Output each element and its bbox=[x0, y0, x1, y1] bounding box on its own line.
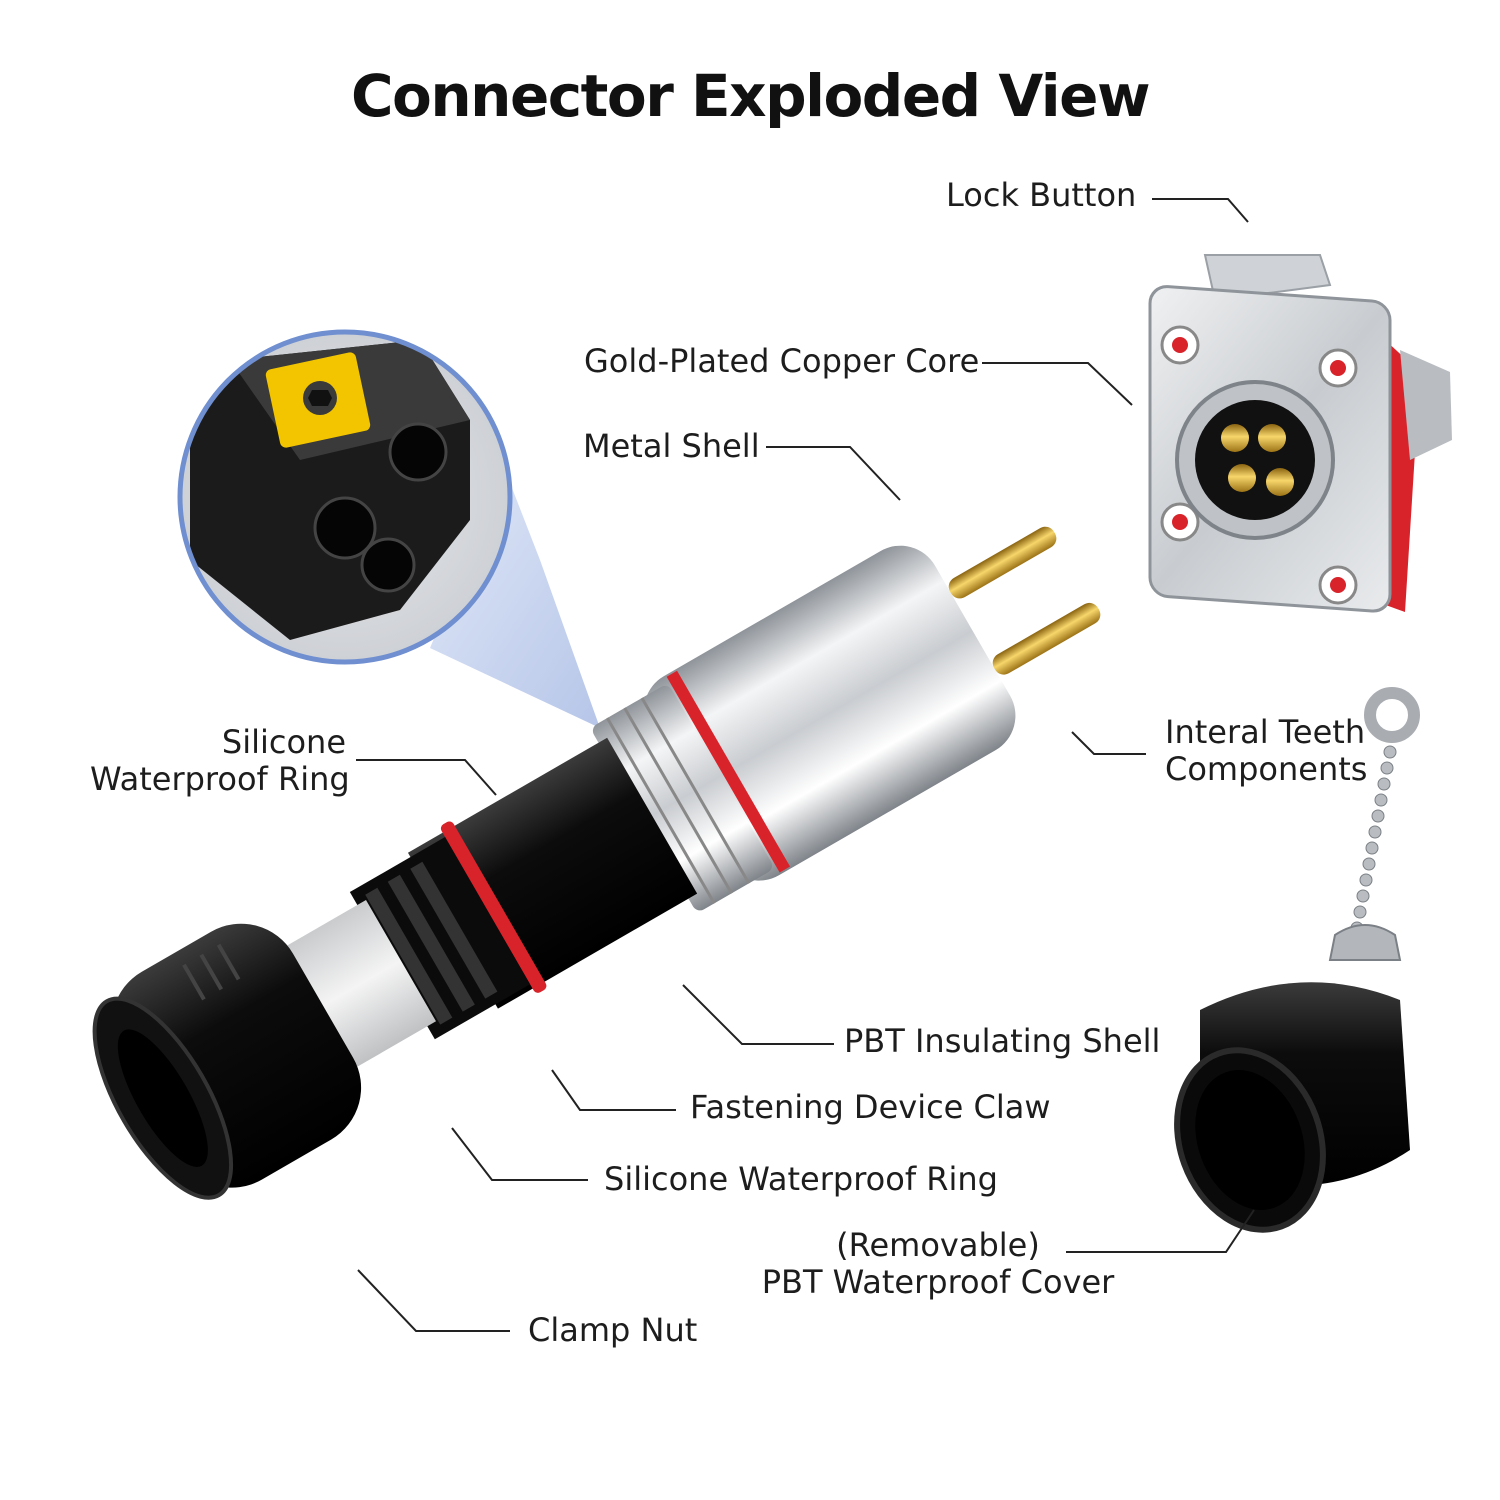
label-clamp-nut: Clamp Nut bbox=[528, 1311, 698, 1349]
label-internal-teeth-line2: Components bbox=[1165, 750, 1368, 788]
label-pbt-insulating-shell: PBT Insulating Shell bbox=[844, 1022, 1161, 1060]
magnified-inset bbox=[177, 329, 513, 665]
leader-lines bbox=[356, 198, 1255, 1332]
label-lock-button: Lock Button bbox=[946, 176, 1137, 214]
label-silicone-ring-top-line1: Silicone bbox=[221, 723, 346, 761]
label-gold-copper-core: Gold-Plated Copper Core bbox=[584, 342, 980, 380]
waterproof-cover bbox=[1174, 687, 1420, 1233]
page-title: Connector Exploded View bbox=[350, 62, 1151, 130]
socket-receptacle bbox=[1148, 254, 1452, 613]
label-fastening-claw: Fastening Device Claw bbox=[690, 1088, 1051, 1126]
label-waterproof-cover-line1: (Removable) bbox=[836, 1226, 1040, 1264]
label-silicone-ring-top-line2: Waterproof Ring bbox=[90, 760, 350, 798]
label-silicone-ring-bottom: Silicone Waterproof Ring bbox=[604, 1160, 998, 1198]
label-silicone-ring-top: Silicone Waterproof Ring bbox=[90, 723, 350, 798]
plug-assembly bbox=[92, 526, 1101, 1200]
label-waterproof-cover: (Removable) PBT Waterproof Cover bbox=[760, 1227, 1116, 1301]
label-waterproof-cover-line2: PBT Waterproof Cover bbox=[761, 1263, 1115, 1301]
label-metal-shell: Metal Shell bbox=[583, 427, 760, 465]
label-internal-teeth: Interal Teeth Components bbox=[1165, 714, 1367, 788]
callout-beam bbox=[430, 470, 600, 728]
label-internal-teeth-line1: Interal Teeth bbox=[1165, 713, 1366, 751]
